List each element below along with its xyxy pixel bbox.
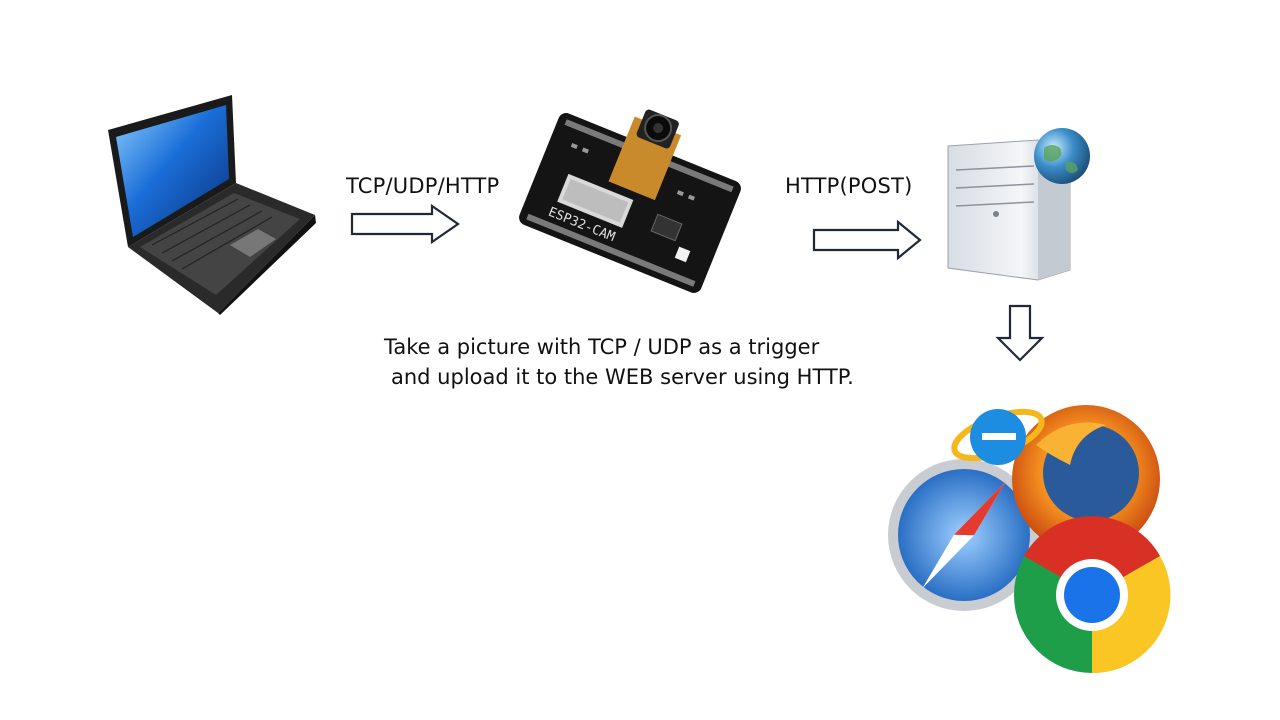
esp32-cam-board-icon: ESP32-CAM bbox=[519, 109, 741, 293]
web-server-icon bbox=[947, 128, 1090, 281]
protocol-label-right: HTTP(POST) bbox=[785, 174, 913, 198]
laptop-icon bbox=[108, 95, 316, 315]
caption-line-1: Take a picture with TCP / UDP as a trigg… bbox=[384, 335, 820, 359]
arrow-to-browsers bbox=[995, 304, 1045, 362]
safari-logo bbox=[888, 459, 1040, 611]
firefox-logo bbox=[1012, 405, 1160, 553]
browser-logos-icon bbox=[888, 405, 1171, 674]
caption-line-2: and upload it to the WEB server using HT… bbox=[391, 365, 854, 389]
arrow-to-server bbox=[812, 219, 922, 261]
chrome-logo bbox=[1014, 516, 1171, 674]
arrow-to-board bbox=[350, 203, 460, 245]
internet-explorer-logo bbox=[951, 408, 1045, 465]
protocol-label-left: TCP/UDP/HTTP bbox=[346, 174, 500, 198]
